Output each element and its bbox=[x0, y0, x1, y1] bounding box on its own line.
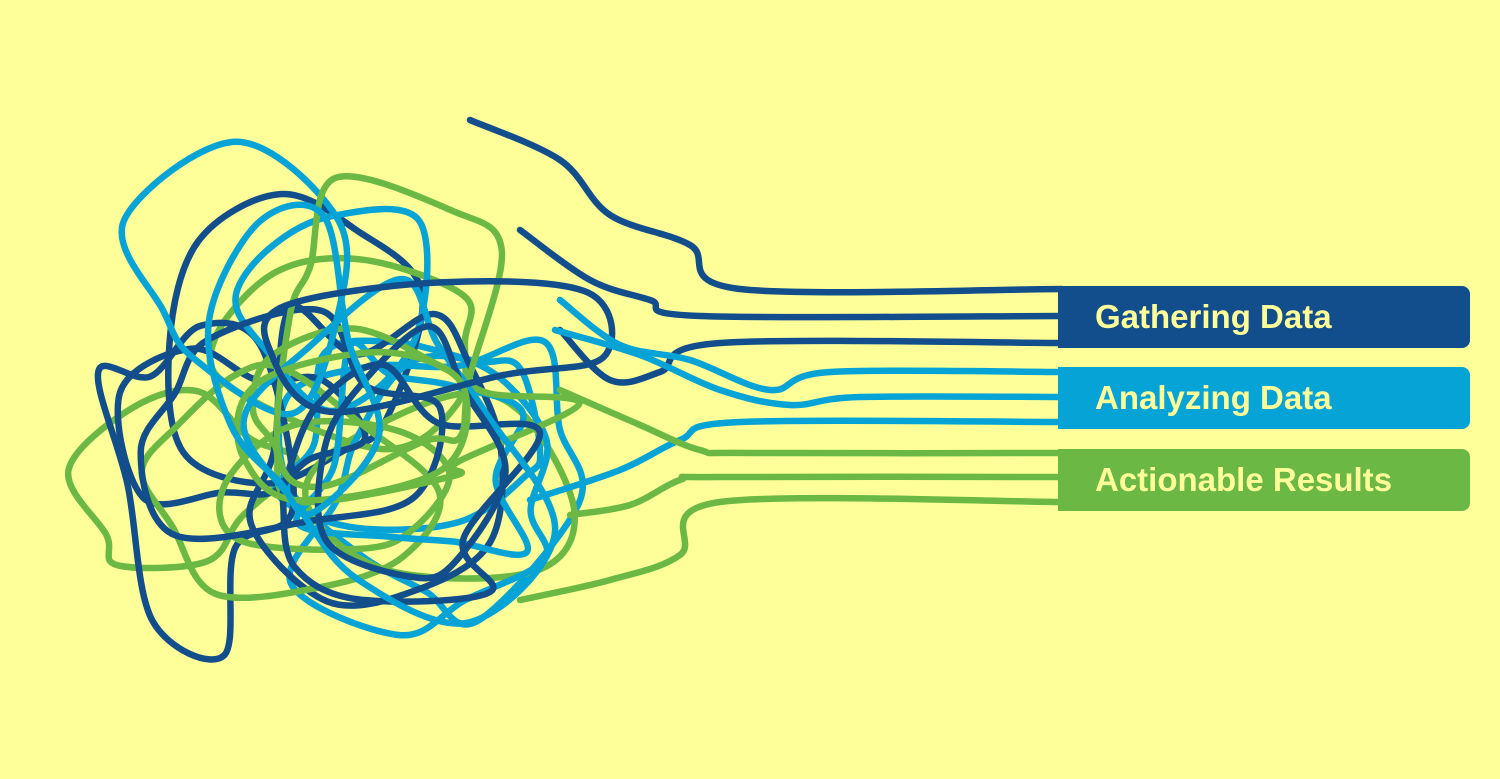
actionable-strand bbox=[566, 473, 1066, 519]
analyzing-tangle-loop bbox=[286, 352, 551, 639]
actionable-results-label: Actionable Results bbox=[1095, 461, 1393, 498]
actionable-strand bbox=[516, 494, 1066, 604]
analyzing-strand bbox=[526, 417, 1066, 504]
actionable-strand bbox=[556, 386, 1066, 457]
exit-strands bbox=[466, 116, 1066, 604]
actionable-tangle-loop bbox=[233, 348, 471, 504]
gathering-tangle-loop bbox=[137, 305, 446, 543]
analyzing-tangle-loop bbox=[118, 138, 351, 418]
tangled-lines-ball bbox=[65, 138, 616, 663]
actionable-results-bar: Actionable Results bbox=[1058, 449, 1470, 511]
actionable-tangle-loop bbox=[206, 254, 475, 453]
gathering-tangle-loop bbox=[260, 278, 616, 416]
actionable-tangle-loop bbox=[138, 361, 444, 602]
gathering-data-label: Gathering Data bbox=[1095, 298, 1332, 335]
analyzing-tangle-loop bbox=[204, 201, 383, 518]
analyzing-strand bbox=[551, 326, 1066, 409]
gathering-strand bbox=[516, 226, 1066, 321]
gathering-strand bbox=[466, 116, 1066, 296]
gathering-data-bar: Gathering Data bbox=[1058, 286, 1470, 348]
analyzing-strand bbox=[556, 296, 1066, 394]
analyzing-data-label: Analyzing Data bbox=[1095, 379, 1332, 416]
analyzing-data-bar: Analyzing Data bbox=[1058, 367, 1470, 429]
gathering-tangle-loop bbox=[279, 361, 544, 605]
actionable-tangle-loop bbox=[216, 417, 453, 553]
